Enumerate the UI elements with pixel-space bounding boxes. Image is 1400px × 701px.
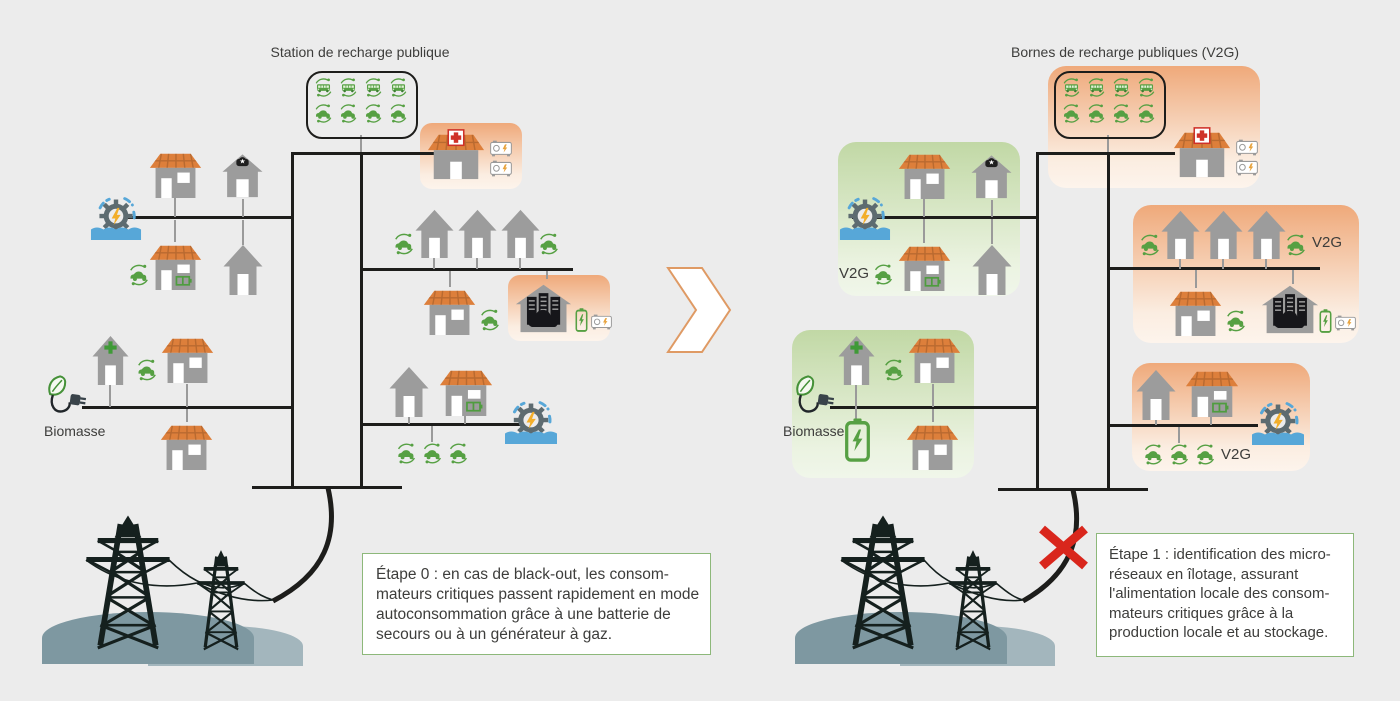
service-line [1292,270,1294,284]
power-line [1108,267,1320,270]
service-line [1179,258,1181,269]
service-line [1107,135,1109,153]
service-line [431,426,433,442]
power-line [1108,424,1258,427]
biomasse-label-right: Biomasse [783,423,845,439]
service-line [242,199,244,217]
service-line [1210,416,1212,425]
service-line [1155,417,1157,425]
etape1-caption: Étape 1 : identification des micro- rése… [1096,533,1354,657]
biomasse-label-left: Biomasse [44,423,106,439]
service-line [476,257,478,269]
service-line [923,219,925,243]
power-line [252,486,402,489]
service-line [1178,427,1180,443]
station-label-right: Bornes de recharge publiques (V2G) [1010,44,1240,60]
service-line [186,409,188,422]
station-label-left: Station de recharge publique [270,44,450,60]
power-line [1107,153,1110,490]
power-line [362,268,573,271]
charging-station-frame [306,71,418,139]
service-line [186,384,188,407]
power-line [82,406,292,409]
service-line [242,220,244,245]
service-line [433,257,435,269]
service-line [991,219,993,244]
power-line [291,152,294,488]
power-line [852,216,1038,219]
service-line [174,198,176,217]
disconnect-x-icon [1039,525,1088,570]
grid-feeder-curve [271,487,334,604]
power-line [362,423,522,426]
service-line [923,199,925,217]
service-line [546,271,548,279]
etape0-caption: Étape 0 : en cas de black-out, les conso… [362,553,711,655]
service-line [519,257,521,269]
power-line [1038,152,1175,155]
service-line [932,384,934,407]
power-line [830,406,1038,409]
pylon-wires [85,559,1024,602]
v2g-label-lower: V2G [1221,446,1252,463]
service-line [1195,270,1197,288]
service-line [991,200,993,217]
service-line [449,271,451,287]
service-line [174,220,176,242]
service-line [1265,258,1267,269]
service-line [1222,258,1224,269]
power-line [292,152,455,155]
charging-station-frame [1054,71,1166,139]
service-line [360,135,362,153]
power-line [1036,152,1039,490]
power-line [360,153,363,487]
chevron-icon [666,267,732,353]
power-line [124,216,292,219]
v2g-label-mid: V2G [1312,234,1343,251]
service-line [109,384,111,407]
service-line [932,409,934,422]
v2g-label-upper: V2G [839,265,870,282]
power-line [998,488,1148,491]
service-line [464,415,466,424]
service-line [408,416,410,424]
service-line [855,384,857,419]
